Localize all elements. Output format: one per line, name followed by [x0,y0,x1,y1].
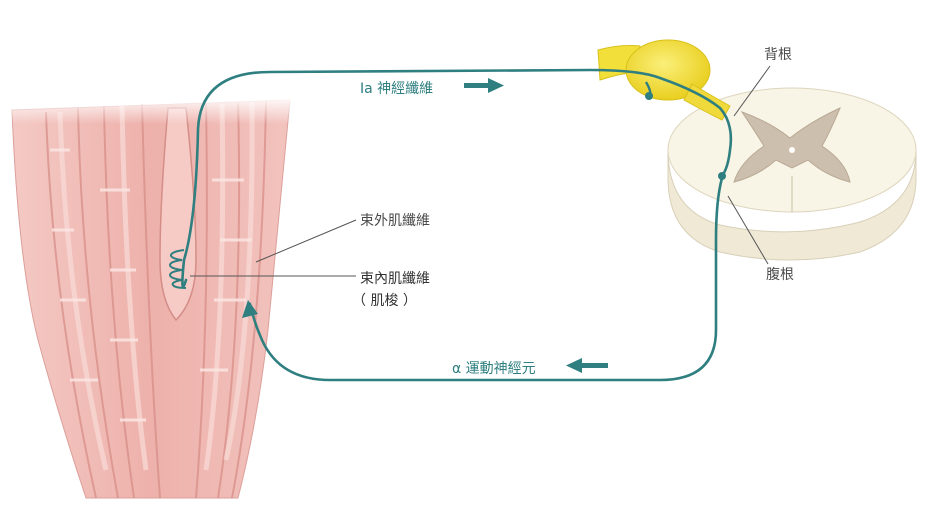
ia-fiber-label: Ia 神經纖維 [360,78,433,98]
dorsal-root-label: 背根 [764,44,792,64]
muscle-bundle [0,96,300,498]
intrafusal-fiber-label: 束內肌纖維 [360,268,430,288]
extrafusal-fiber-label: 束外肌纖維 [360,210,430,230]
ia-direction-arrow [464,78,504,93]
muscle-spindle-label: （ 肌梭 ） [352,290,417,310]
sensory-cell-body [645,92,653,100]
alpha-motor-neuron-label: α 運動神經元 [452,358,536,378]
spinal-cord [668,88,916,260]
alpha-motor-fiber [250,178,722,380]
alpha-direction-arrow [566,358,608,373]
ventral-root-label: 腹根 [766,264,794,284]
